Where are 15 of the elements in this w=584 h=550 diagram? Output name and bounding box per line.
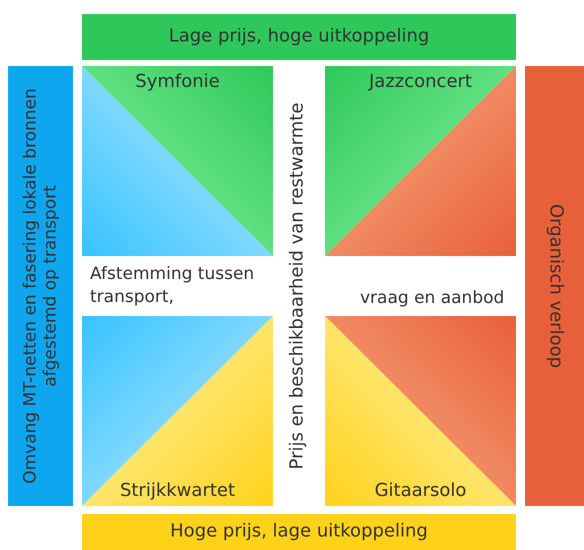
side-band	[8, 66, 73, 506]
quadrant-title: Strijkkwartet	[118, 481, 236, 502]
heading-band	[82, 514, 516, 550]
band-text: Lage prijs, hoge uitkoppeling	[168, 26, 430, 48]
axis-text: Prijs en beschikbaarheid van restwarmte	[288, 102, 308, 472]
center-note: Afstemming tussen transport,	[90, 263, 256, 309]
quadrant-title: Jazzconcert	[367, 72, 473, 93]
band-text: Hoge prijs, lage uitkoppeling	[169, 522, 429, 542]
quadrant-title: Gitaarsolo	[374, 481, 468, 502]
side-band	[525, 66, 584, 506]
center-note: vraag en aanbod	[360, 289, 504, 309]
band-text: Omvang MT-netten en fasering lokale bronnen afgestemd op transport	[20, 87, 60, 486]
band-text: Organisch verloop	[544, 202, 565, 370]
heading-band	[82, 14, 516, 60]
quadrant-title: Symfonie	[134, 72, 221, 93]
